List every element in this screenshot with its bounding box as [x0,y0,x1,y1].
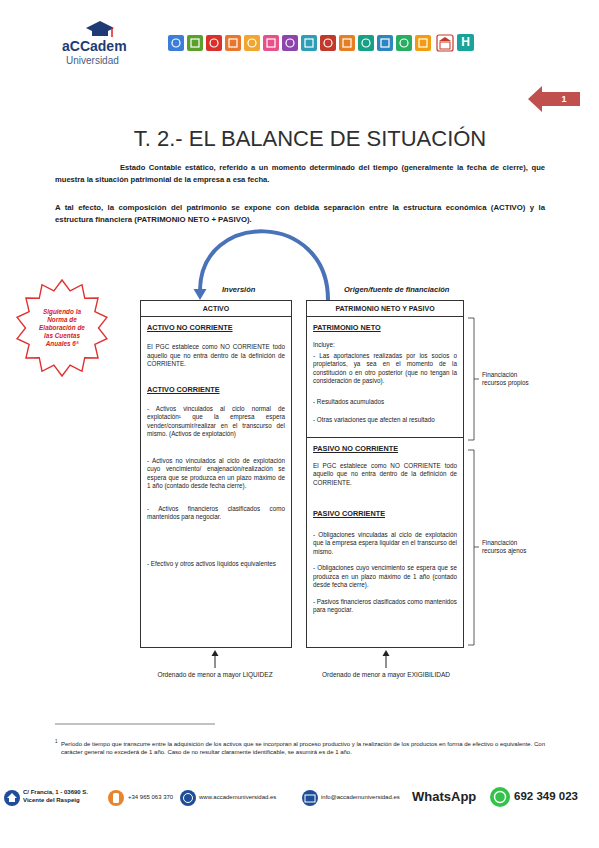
building-body [440,42,450,49]
house-glyph [7,793,17,802]
mail-glyph [305,795,315,802]
footer-phone: +34 965 063 370 [128,794,173,801]
order-arrows [212,650,390,668]
order-label: Ordenado de menor a mayor EXIGIBILIDAD [300,671,472,679]
starburst-shape [17,280,107,376]
bullet-item: - Obligaciones vinculadas al ciclo de ex… [313,531,457,557]
icon-row [168,34,474,51]
icon-square [377,35,393,51]
section-heading: PATRIMONIO NETO [313,323,457,333]
web-icon [180,790,196,806]
whatsapp-glyph [495,792,506,803]
bullet-item: - Efectivo y otros activos líquidos equi… [147,560,285,569]
bracket-own-funds [468,318,479,440]
bracket-label: Financiación recursos ajenos [482,539,542,555]
body-text: El PGC establece como NO CORRIENTE todo … [147,343,285,369]
logo-subtitle: Universidad [66,55,119,67]
icon-square [206,35,222,51]
icon-square [244,35,260,51]
icon-square [320,35,336,51]
investment-label: Inversión [222,285,255,294]
curved-arrow [200,231,328,300]
section-heading: PASIVO CORRIENTE [313,509,457,519]
arrow-head [194,289,207,300]
bullet-item: - Resultados acumulados [313,398,457,407]
cap-tassel [111,28,113,37]
phone-icon [108,790,124,806]
footer-whatsapp-number: 692 349 023 [514,790,578,804]
footer-icons [4,787,510,807]
h-square [457,34,474,51]
icon-square [168,35,184,51]
up-arrow-line [386,655,387,668]
footnote-rule [55,724,215,725]
bracket-external-funds [468,450,479,645]
up-arrow-head [212,650,219,656]
icon-glyphs [172,39,427,47]
icon-square [358,35,374,51]
order-label: Ordenado de menor a mayor LIQUIDEZ [132,671,298,679]
footnote-marker: 1 [55,739,58,744]
globe-glyph [184,794,193,803]
bracket-label: Financiación recursos propios [482,371,542,387]
footnote-text: Período de tiempo que transcurre entre l… [61,740,545,757]
balance-column: ACTIVO ACTIVO NO CORRIENTE El PGC establec… [140,300,292,648]
icon-square [225,35,241,51]
funding-label: Origen/fuente de financiación [344,285,449,294]
bullet-item: - Obligaciones cuyo vencimiento se esper… [313,564,457,590]
building-roof [439,37,451,41]
mail-icon [302,790,318,806]
bullet-item: - Activos vinculados al ciclo normal de … [147,405,285,439]
whatsapp-icon [490,787,510,807]
column-heading: ACTIVO [141,301,291,317]
up-arrow-head [383,650,390,656]
logo-cap [86,21,114,37]
starburst-text: Siguiendo la Norma de Elaboración de las… [35,308,89,348]
balance-column: PATRIMONIO NETO Y PASIVO PATRIMONIO NETO I… [306,300,464,648]
intro-paragraph: A tal efecto, la composición del patrimo… [55,202,545,227]
financing-arrow [194,231,329,300]
icon-square [263,35,279,51]
icon-letter: H [457,34,474,51]
page-number-arrow [528,86,580,112]
icon-square [339,35,355,51]
cap-base [92,30,108,36]
footer-web: www.accademuniversidad.es [199,794,276,801]
icon-square [415,35,431,51]
footer-whatsapp: WhatsApp [412,789,476,805]
bullet-item: - Las aportaciones realizadas por los so… [313,352,457,386]
icon-square [187,35,203,51]
cap-top [86,21,114,35]
brackets [468,318,479,645]
body-text: Incluye: [313,341,457,350]
body-text: El PGC establece como NO CORRIENTE todo … [313,462,457,488]
column-heading: PATRIMONIO NETO Y PASIVO [307,301,463,317]
footer-address: C/ Francia, 1 - 03690 S. Vicente del Ras… [23,789,105,805]
section-heading: ACTIVO NO CORRIENTE [147,323,285,333]
icon-square [301,35,317,51]
bullet-item: - Activos no vinculados al ciclo de expl… [147,457,285,491]
intro-paragraph: Estado Contable estático, referido a un … [55,162,545,186]
phone-glyph [113,793,119,803]
icon-square [396,35,412,51]
icon-square [282,35,298,51]
section-heading: ACTIVO CORRIENTE [147,385,285,395]
logo-name: aCCadem [62,38,127,55]
page-number: 1 [552,92,576,106]
bullet-item: - Activos financieros clasificados como … [147,505,285,522]
footer-mail: info@accademuniversidad.es [321,794,400,801]
section-heading: PASIVO NO CORRIENTE [307,437,463,454]
address-icon [4,790,20,806]
page-title: T. 2.- EL BALANCE DE SITUACIÓN [20,126,599,152]
bullet-item: - Pasivos financieros clasificados como … [313,598,457,615]
bullet-item: - Otras variaciones que afecten al resul… [313,416,457,425]
building-icon [437,35,453,51]
starburst-note: Siguiendo la Norma de Elaboración de las… [14,278,110,378]
up-arrow-line [215,655,216,668]
